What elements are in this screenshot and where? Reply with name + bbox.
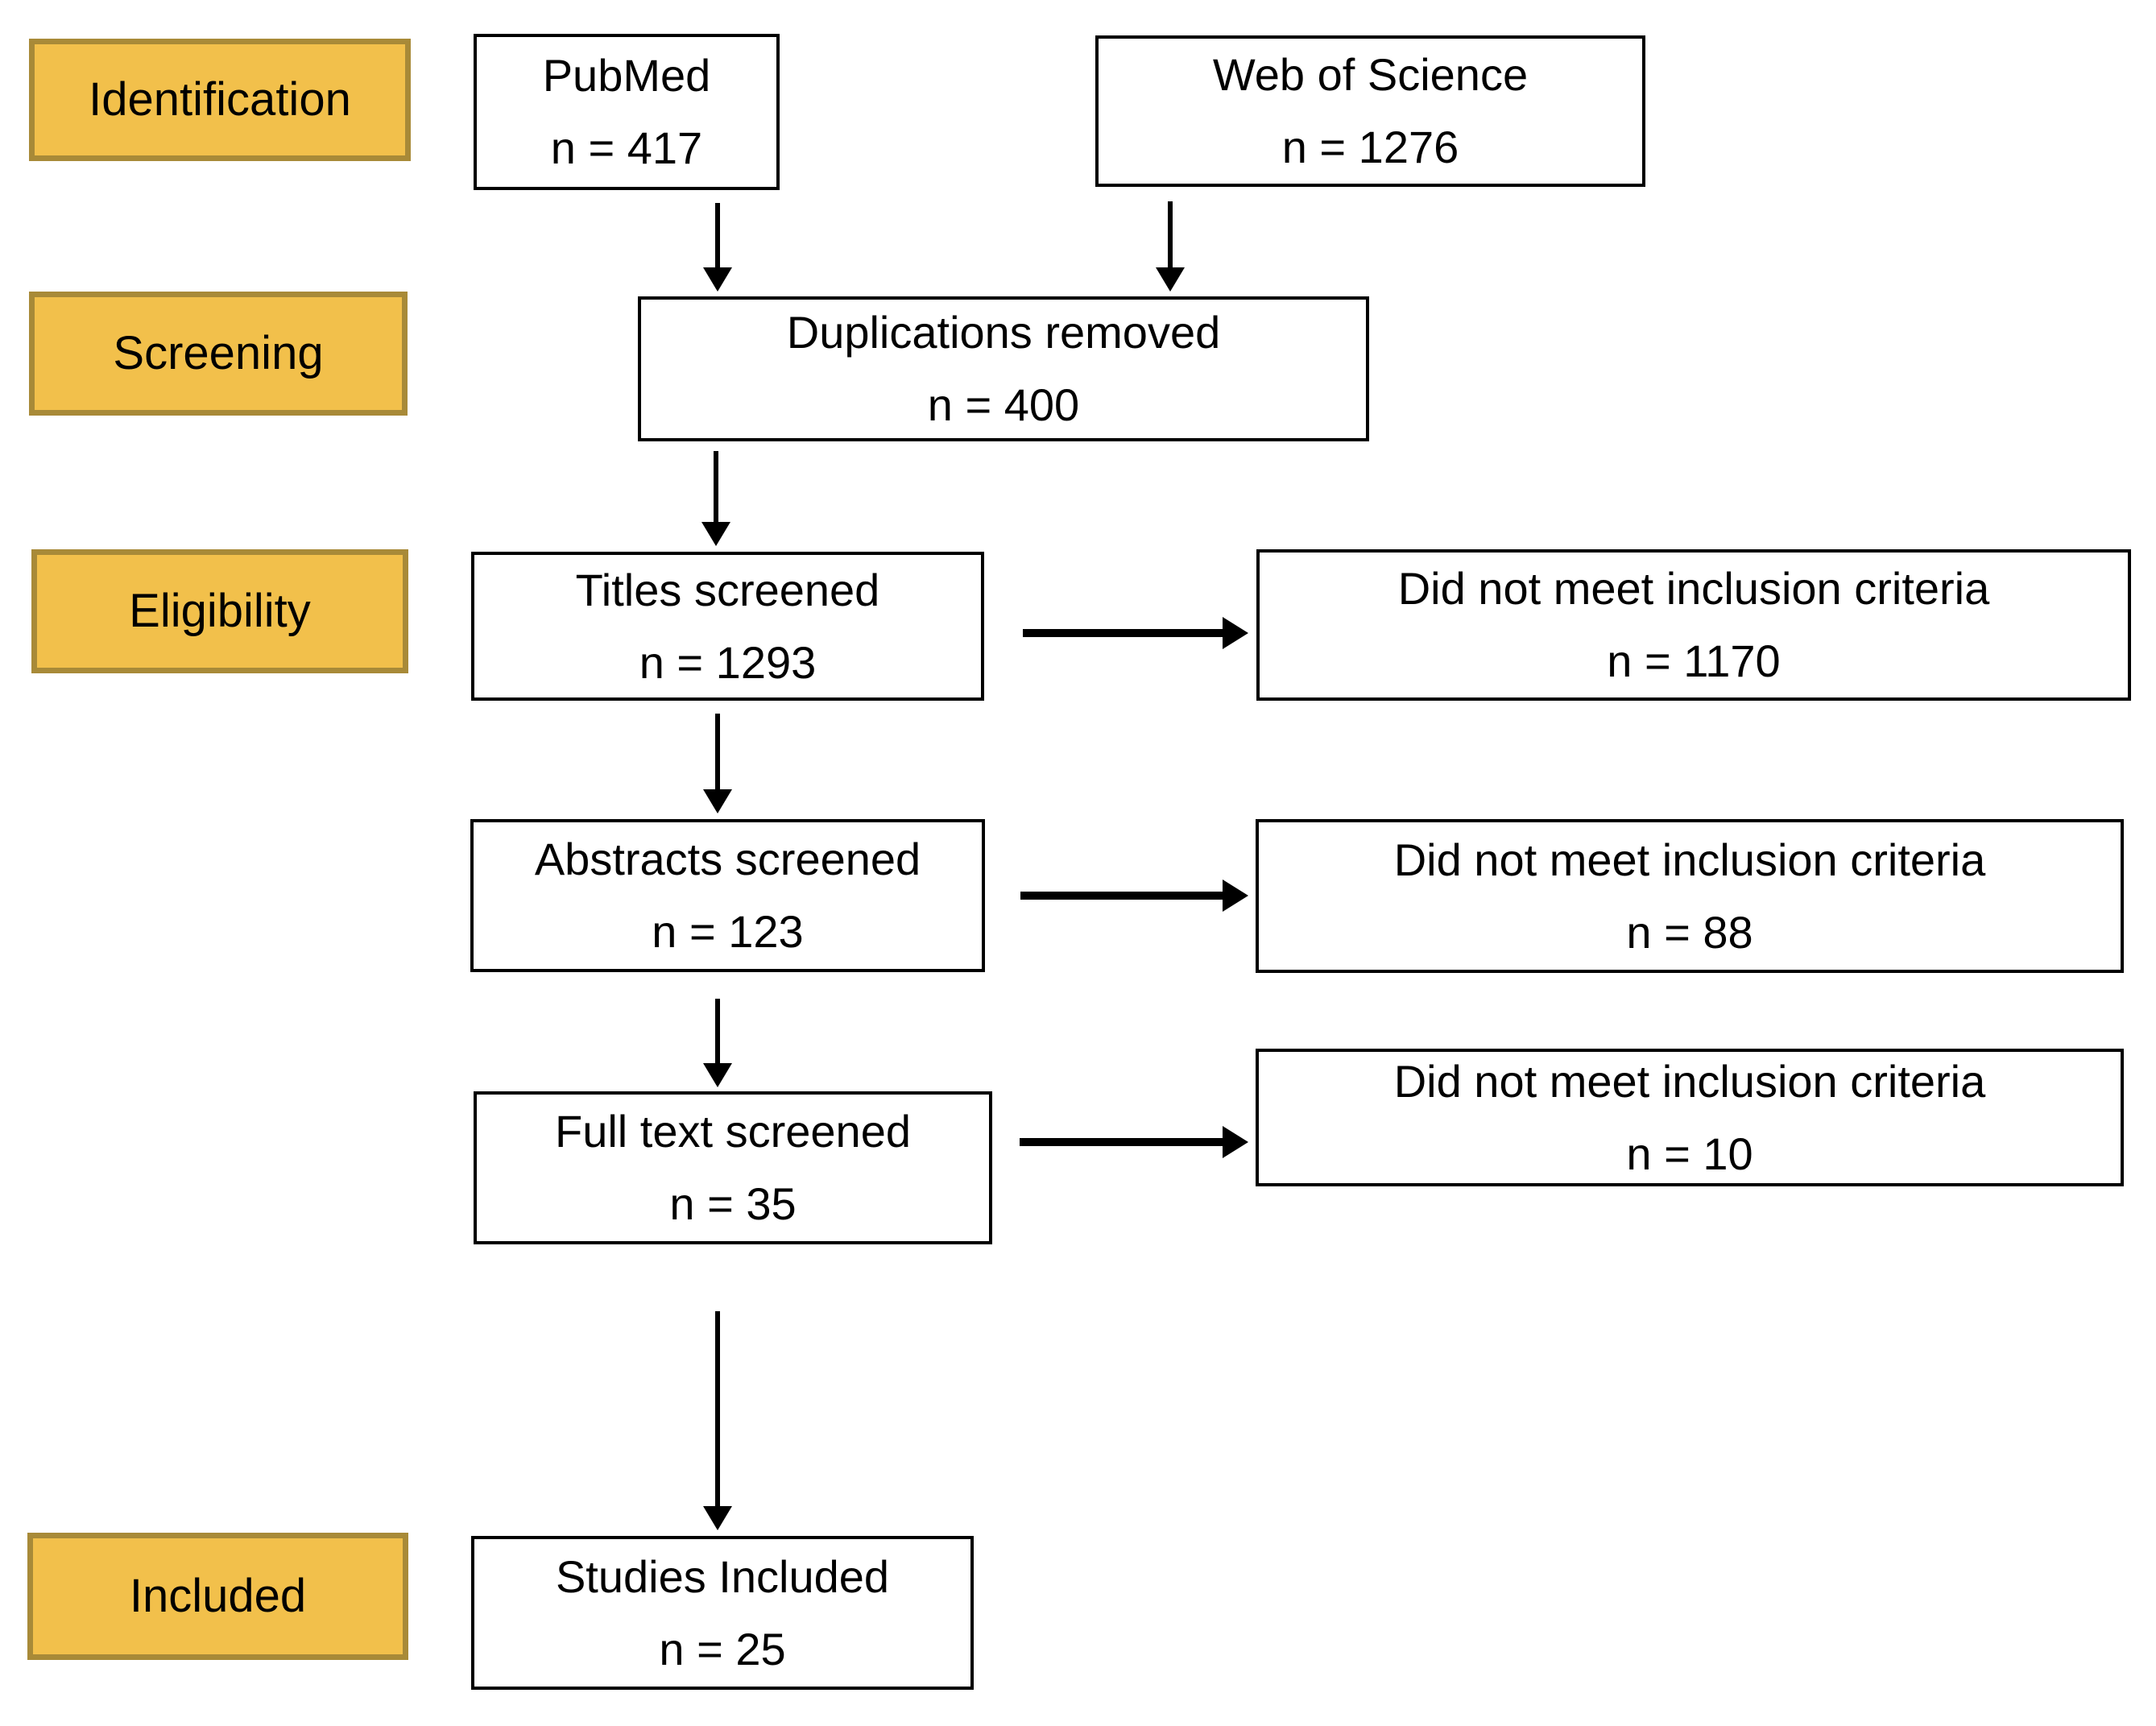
stage-screening-label: Screening bbox=[113, 327, 324, 379]
node-titles-screened-count: n = 1293 bbox=[639, 636, 817, 688]
arrow-head bbox=[1156, 267, 1185, 292]
node-web-of-science-title: Web of Science bbox=[1212, 49, 1529, 101]
node-pubmed: PubMed n = 417 bbox=[474, 34, 780, 190]
stage-screening: Screening bbox=[29, 292, 408, 416]
stage-included-label: Included bbox=[129, 1570, 307, 1622]
node-excluded-full-text-count: n = 10 bbox=[1626, 1128, 1753, 1179]
node-excluded-titles-title: Did not meet inclusion criteria bbox=[1397, 563, 1990, 615]
stage-included: Included bbox=[27, 1533, 408, 1660]
arrow-titles-to-abstracts bbox=[703, 714, 732, 813]
node-excluded-abstracts: Did not meet inclusion criteria n = 88 bbox=[1256, 819, 2124, 973]
arrow-full-text-to-excluded bbox=[1020, 1126, 1248, 1158]
arrow-titles-to-excluded bbox=[1023, 617, 1248, 649]
arrow-shaft bbox=[715, 999, 720, 1066]
node-excluded-titles: Did not meet inclusion criteria n = 1170 bbox=[1256, 549, 2131, 701]
arrow-head bbox=[703, 267, 732, 292]
node-studies-included-count: n = 25 bbox=[659, 1623, 786, 1674]
node-studies-included-title: Studies Included bbox=[555, 1550, 890, 1602]
arrow-duplications-to-titles bbox=[701, 451, 730, 546]
node-full-text-screened-count: n = 35 bbox=[669, 1178, 797, 1229]
stage-identification: Identification bbox=[29, 39, 411, 161]
arrow-shaft bbox=[715, 1311, 720, 1509]
arrow-shaft bbox=[1023, 629, 1226, 637]
node-pubmed-count: n = 417 bbox=[550, 122, 703, 173]
node-web-of-science: Web of Science n = 1276 bbox=[1095, 35, 1645, 187]
arrow-head bbox=[703, 1506, 732, 1530]
node-titles-screened: Titles screened n = 1293 bbox=[471, 552, 984, 701]
arrow-shaft bbox=[1020, 1138, 1226, 1146]
arrow-head bbox=[703, 1063, 732, 1087]
arrow-head bbox=[703, 789, 732, 813]
node-excluded-abstracts-count: n = 88 bbox=[1626, 906, 1753, 958]
node-pubmed-title: PubMed bbox=[542, 50, 711, 101]
arrow-web-of-science-to-duplications bbox=[1156, 201, 1185, 292]
node-excluded-abstracts-title: Did not meet inclusion criteria bbox=[1393, 834, 1986, 885]
node-duplications-removed: Duplications removed n = 400 bbox=[638, 296, 1369, 441]
stage-eligibility: Eligibility bbox=[31, 549, 408, 673]
node-abstracts-screened-count: n = 123 bbox=[652, 906, 804, 957]
node-web-of-science-count: n = 1276 bbox=[1281, 122, 1459, 172]
arrow-head bbox=[701, 522, 730, 546]
arrow-shaft bbox=[715, 714, 720, 793]
node-excluded-full-text: Did not meet inclusion criteria n = 10 bbox=[1256, 1049, 2124, 1186]
arrow-shaft bbox=[1020, 892, 1226, 900]
arrow-shaft bbox=[1168, 201, 1173, 271]
arrow-pubmed-to-duplications bbox=[703, 203, 732, 292]
stage-identification-label: Identification bbox=[89, 73, 351, 126]
arrow-shaft bbox=[715, 203, 720, 271]
node-excluded-full-text-title: Did not meet inclusion criteria bbox=[1393, 1055, 1986, 1107]
node-full-text-screened: Full text screened n = 35 bbox=[474, 1091, 992, 1244]
arrow-abstracts-to-full-text bbox=[703, 999, 732, 1087]
arrow-head bbox=[1223, 1126, 1248, 1158]
node-full-text-screened-title: Full text screened bbox=[555, 1106, 911, 1157]
node-duplications-removed-title: Duplications removed bbox=[786, 307, 1221, 358]
arrow-shaft bbox=[714, 451, 718, 525]
arrow-head bbox=[1223, 880, 1248, 912]
arrow-abstracts-to-excluded bbox=[1020, 880, 1248, 912]
stage-eligibility-label: Eligibility bbox=[129, 585, 311, 637]
node-titles-screened-title: Titles screened bbox=[575, 564, 880, 615]
node-studies-included: Studies Included n = 25 bbox=[471, 1536, 974, 1690]
arrow-full-text-to-studies-included bbox=[703, 1311, 732, 1530]
node-abstracts-screened: Abstracts screened n = 123 bbox=[470, 819, 985, 972]
node-excluded-titles-count: n = 1170 bbox=[1607, 635, 1781, 686]
node-duplications-removed-count: n = 400 bbox=[927, 379, 1080, 430]
arrow-head bbox=[1223, 617, 1248, 649]
node-abstracts-screened-title: Abstracts screened bbox=[534, 834, 921, 885]
